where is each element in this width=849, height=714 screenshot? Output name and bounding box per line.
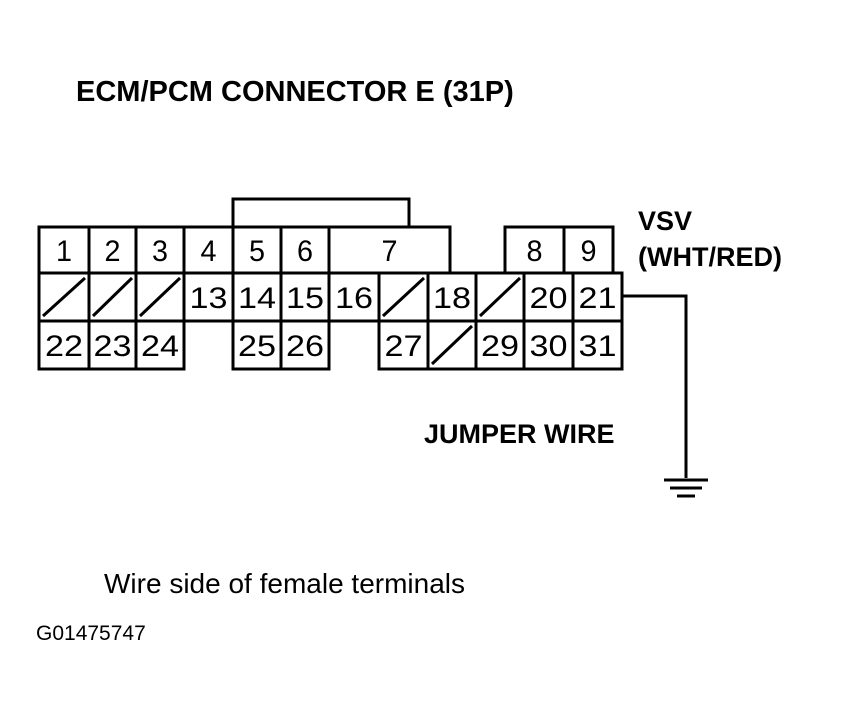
- terminal-22: 22: [37, 319, 91, 371]
- terminal-5: 5: [231, 225, 283, 275]
- unused-terminal-slash: [41, 276, 87, 318]
- terminal-13: 13: [182, 271, 235, 323]
- terminal-16: 16: [327, 271, 381, 323]
- terminal-unused: [377, 271, 430, 323]
- unused-terminal-slash: [430, 324, 474, 366]
- terminal-21: 21: [571, 271, 624, 323]
- terminal-1: 1: [37, 225, 91, 275]
- terminal-8: 8: [503, 225, 566, 275]
- terminal-number: 6: [297, 235, 313, 268]
- terminal-31: 31: [571, 319, 624, 371]
- terminal-number: 15: [286, 282, 324, 315]
- terminal-6: 6: [279, 225, 331, 275]
- unused-terminal-slash: [478, 276, 522, 318]
- terminal-9: 9: [562, 225, 615, 275]
- terminal-number: 3: [152, 235, 168, 268]
- terminal-number: 25: [238, 330, 276, 363]
- terminal-18: 18: [426, 271, 478, 323]
- terminal-14: 14: [231, 271, 283, 323]
- terminal-24: 24: [134, 319, 186, 371]
- vsv-wire-color: (WHT/RED): [638, 242, 782, 272]
- terminal-unused: [426, 319, 478, 371]
- terminal-number: 18: [433, 282, 471, 315]
- terminal-unused: [134, 271, 186, 323]
- terminal-number: 8: [527, 235, 543, 268]
- terminal-unused: [87, 271, 138, 323]
- caption: Wire side of female terminals: [104, 568, 465, 599]
- terminal-3: 3: [134, 225, 186, 275]
- terminal-number: 4: [201, 235, 217, 268]
- unused-terminal-slash: [381, 276, 426, 318]
- terminal-number: 24: [141, 330, 179, 363]
- terminal-number: 30: [530, 330, 568, 363]
- terminal-number: 16: [335, 282, 373, 315]
- ground-symbol-icon: [664, 478, 708, 498]
- terminal-number: 22: [45, 330, 83, 363]
- unused-terminal-slash: [138, 276, 182, 318]
- terminal-30: 30: [522, 319, 575, 371]
- terminal-25: 25: [231, 319, 283, 371]
- connector-lock-tab: [231, 197, 411, 227]
- terminal-number: 2: [105, 235, 121, 268]
- terminal-number: 29: [481, 330, 519, 363]
- jumper-wire-line: [622, 294, 688, 478]
- terminal-number: 23: [94, 330, 132, 363]
- terminal-number: 20: [530, 282, 568, 315]
- terminal-2: 2: [87, 225, 138, 275]
- terminal-7: 7: [327, 225, 452, 275]
- terminal-number: 27: [385, 330, 423, 363]
- terminal-unused: [37, 271, 91, 323]
- terminal-number: 13: [190, 282, 228, 315]
- terminal-26: 26: [279, 319, 331, 371]
- terminal-number: 9: [581, 235, 597, 268]
- terminal-number: 31: [579, 330, 617, 363]
- terminal-27: 27: [377, 319, 430, 371]
- terminal-15: 15: [279, 271, 331, 323]
- terminal-unused: [474, 271, 526, 323]
- terminal-4: 4: [182, 225, 235, 275]
- terminal-number: 1: [56, 235, 72, 268]
- terminal-23: 23: [87, 319, 138, 371]
- terminal-29: 29: [474, 319, 526, 371]
- unused-terminal-slash: [91, 276, 134, 318]
- figure-id: G01475747: [36, 622, 146, 645]
- terminal-number: 26: [286, 330, 324, 363]
- terminal-number: 5: [249, 235, 265, 268]
- connector-outline: [39, 225, 613, 275]
- jumper-wire-label: JUMPER WIRE: [424, 419, 615, 449]
- diagram-title: ECM/PCM CONNECTOR E (31P): [76, 76, 514, 108]
- terminal-number: 7: [382, 235, 398, 268]
- terminal-number: 21: [579, 282, 617, 315]
- terminal-20: 20: [522, 271, 575, 323]
- terminal-number: 14: [238, 282, 276, 315]
- vsv-label: VSV: [638, 206, 692, 236]
